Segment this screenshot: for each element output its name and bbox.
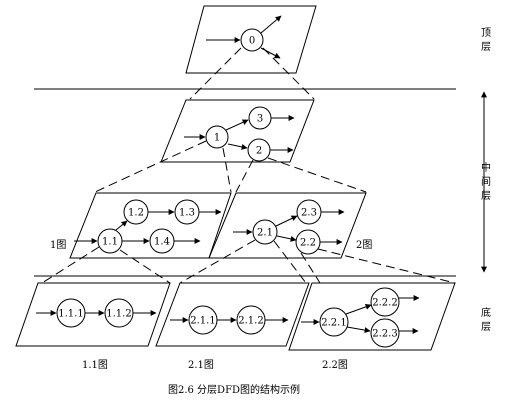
arrow-2-2-1-to-2-2-2 [345, 304, 372, 315]
projection-2-2-to-bottom-a [300, 252, 321, 284]
side-label-middle: 中 间 层 [481, 161, 491, 202]
svg-text:层: 层 [481, 321, 491, 333]
svg-text:底: 底 [481, 306, 491, 319]
side-label-bottom: 底 层 [481, 306, 491, 333]
svg-text:1.3: 1.3 [179, 208, 195, 219]
svg-text:2.1.2: 2.1.2 [238, 316, 263, 327]
panel-label-1-1: 1.1图 [82, 359, 108, 371]
svg-text:2: 2 [256, 146, 262, 157]
process-2-2-2: 2.2.2 [370, 287, 400, 317]
svg-text:3: 3 [257, 114, 263, 125]
top-level-process-0: 0 [240, 28, 264, 52]
process-1-4: 1.4 [149, 228, 175, 254]
svg-text:2.3: 2.3 [301, 208, 317, 219]
process-2-2: 2.2 [295, 229, 321, 255]
bottom-level-panel-1-1 [15, 282, 171, 347]
process-2-3: 2.3 [296, 199, 322, 225]
process-1: 1 [205, 125, 229, 149]
svg-text:层: 层 [481, 190, 491, 202]
arrow-1-1-to-1-2 [115, 220, 128, 231]
arrow-0-out-upper [260, 15, 282, 34]
svg-text:层: 层 [481, 41, 491, 53]
middle-level-panel-1 [69, 192, 232, 259]
svg-text:1.4: 1.4 [154, 237, 170, 248]
process-2: 2 [247, 138, 271, 162]
svg-text:2.2.3: 2.2.3 [372, 329, 397, 340]
process-2-1-1: 2.1.1 [188, 305, 218, 335]
top-level-panel [185, 5, 317, 74]
projection-1-1-to-bottom-a [41, 246, 100, 284]
process-2-2-3: 2.2.3 [370, 318, 400, 348]
svg-text:2.1.1: 2.1.1 [190, 316, 215, 327]
panel-label-2: 2图 [356, 239, 372, 251]
projection-1-1-to-bottom-b [119, 249, 171, 284]
process-1-1-2: 1.1.2 [104, 298, 134, 328]
svg-text:中: 中 [481, 161, 491, 174]
svg-text:2.2.1: 2.2.1 [321, 318, 346, 329]
projection-2-to-right-panel-b [267, 157, 367, 193]
arrow-1-to-3 [225, 119, 249, 131]
projection-top-to-middle-left [189, 47, 242, 100]
panel-label-2-2: 2.2图 [322, 359, 348, 371]
svg-text:0: 0 [249, 36, 255, 47]
arrow-2-1-to-2-2 [276, 235, 297, 242]
projection-2-1-to-bottom-a [179, 239, 256, 284]
middle-level-panel-2 [208, 192, 367, 259]
figure-caption: 图2.6 分层DFD图的结构示例 [168, 383, 300, 396]
svg-text:1.1: 1.1 [102, 237, 118, 248]
side-label-top: 顶 层 [481, 27, 491, 53]
process-2-1: 2.1 [252, 219, 278, 245]
bottom-level-panel-2-1 [155, 282, 310, 347]
svg-text:1.1.2: 1.1.2 [106, 309, 131, 320]
projection-1-to-left-panel-b [222, 147, 232, 193]
process-2-2-1: 2.2.1 [319, 307, 349, 337]
projection-top-to-middle-right [262, 47, 315, 100]
projection-2-to-right-panel-a [235, 159, 254, 193]
svg-text:顶: 顶 [481, 27, 491, 39]
process-1-1: 1.1 [97, 228, 123, 254]
svg-text:1.2: 1.2 [128, 208, 144, 219]
projection-1-to-left-panel-a [94, 140, 207, 193]
middle-level-panel-0 [160, 99, 315, 163]
svg-text:间: 间 [481, 175, 491, 188]
process-1-2: 1.2 [123, 199, 149, 225]
arrow-1-to-2 [227, 143, 248, 150]
arrow-2-1-to-2-3 [275, 215, 298, 227]
svg-text:2.2.2: 2.2.2 [372, 298, 397, 309]
process-2-1-2: 2.1.2 [236, 305, 266, 335]
svg-text:1.1.1: 1.1.1 [58, 309, 83, 320]
bottom-level-panel-2-2 [288, 282, 456, 351]
process-1-1-1: 1.1.1 [56, 298, 86, 328]
panel-label-1: 1图 [50, 239, 66, 251]
svg-text:1: 1 [214, 133, 220, 144]
process-1-3: 1.3 [174, 199, 200, 225]
projection-2-1-to-bottom-b [273, 240, 307, 284]
svg-text:2.2: 2.2 [300, 238, 316, 249]
arrow-2-2-1-to-2-2-3 [346, 326, 371, 334]
panel-label-2-1: 2.1图 [188, 359, 214, 371]
projection-2-2-to-bottom-b [317, 248, 456, 284]
svg-text:2.1: 2.1 [257, 228, 273, 239]
process-3: 3 [248, 106, 272, 130]
